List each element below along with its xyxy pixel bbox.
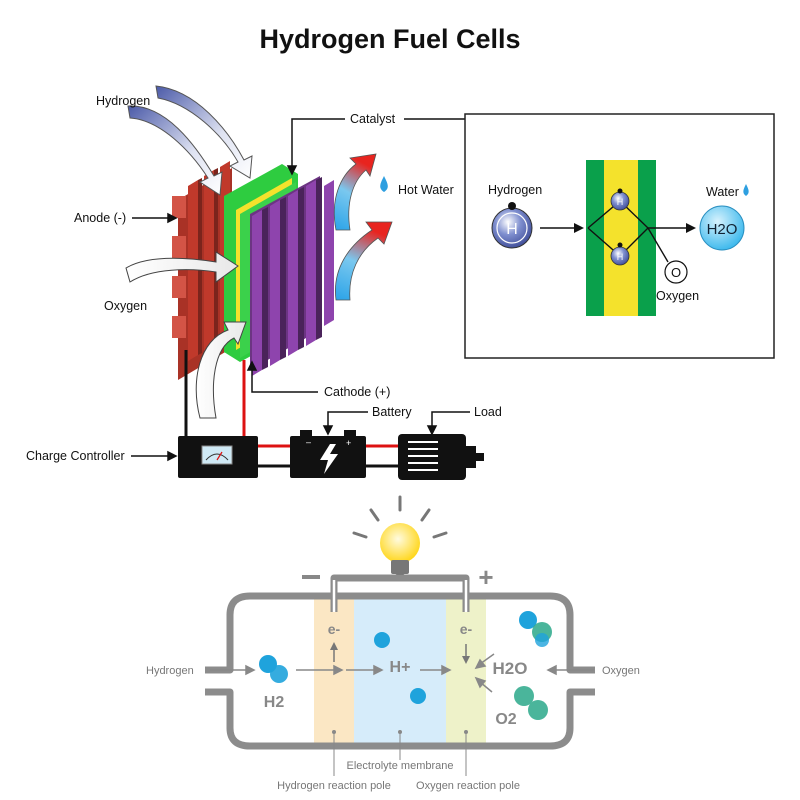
h2o-molecule <box>519 611 537 629</box>
hydrogen-input-arrows <box>127 85 253 196</box>
svg-text:O: O <box>671 265 681 280</box>
o2-molecule <box>514 686 534 706</box>
oxygen-reaction-pole-label: Oxygen reaction pole <box>416 780 520 792</box>
inset-hydrogen-label: Hydrogen <box>488 183 542 197</box>
proton-label: H+ <box>390 659 411 676</box>
svg-text:+: + <box>346 438 351 448</box>
minus-sign <box>302 575 320 579</box>
svg-text:H: H <box>617 197 624 207</box>
light-bulb <box>352 495 448 579</box>
svg-text:H: H <box>617 252 624 262</box>
charge-controller <box>178 436 258 478</box>
oxygen-atom <box>664 260 688 284</box>
electrolyte-membrane-label: Electrolyte membrane <box>347 760 454 772</box>
inset-water-label: Water <box>706 185 739 199</box>
load-motor <box>398 434 484 480</box>
o2-label: O2 <box>495 711 516 728</box>
load-label: Load <box>474 405 502 419</box>
page-title: Hydrogen Fuel Cells <box>259 24 520 54</box>
hot-water-arrows <box>333 153 393 301</box>
proton-particle <box>374 632 390 648</box>
battery: – + <box>290 430 366 478</box>
water-molecule <box>699 205 745 251</box>
bottom-hydrogen-label: Hydrogen <box>146 665 194 677</box>
electrolysis-cell: + e- e- H2 H+ H2O O2 <box>205 562 595 776</box>
battery-label: Battery <box>372 405 412 419</box>
hydrogen-label: Hydrogen <box>96 94 150 108</box>
circuit-wires <box>184 350 398 468</box>
reaction-inset: H Hydrogen H H H2O Water O Oxygen <box>464 113 775 359</box>
h2-label: H2 <box>264 694 285 711</box>
svg-text:–: – <box>306 437 311 447</box>
water-drop-icon <box>380 176 388 192</box>
plus-sign: + <box>478 562 493 592</box>
water-drop-icon <box>743 184 749 196</box>
charge-controller-label: Charge Controller <box>26 449 125 463</box>
lightning-icon <box>320 444 338 474</box>
bottom-oxygen-label: Oxygen <box>602 665 640 677</box>
h2o-label: H2O <box>493 659 528 678</box>
gauge-icon <box>201 445 233 465</box>
cathode-label: Cathode (+) <box>324 385 390 399</box>
anode-label: Anode (-) <box>74 211 126 225</box>
oxygen-label: Oxygen <box>104 299 147 313</box>
oxygen-input-arrows <box>125 251 247 419</box>
fuel-cell-stack <box>172 161 334 380</box>
catalyst-label: Catalyst <box>350 112 396 126</box>
cathode-plate <box>250 176 334 376</box>
svg-text:H2O: H2O <box>707 221 738 238</box>
oxygen-reaction-pole <box>446 596 486 744</box>
electron-label-left: e- <box>328 621 341 637</box>
electron-label-right: e- <box>460 621 473 637</box>
inset-oxygen-label: Oxygen <box>656 289 699 303</box>
hot-water-label: Hot Water <box>398 183 454 197</box>
hydrogen-reaction-pole-label: Hydrogen reaction pole <box>277 780 391 792</box>
bulb-icon <box>380 523 420 563</box>
svg-text:H: H <box>506 221 518 238</box>
